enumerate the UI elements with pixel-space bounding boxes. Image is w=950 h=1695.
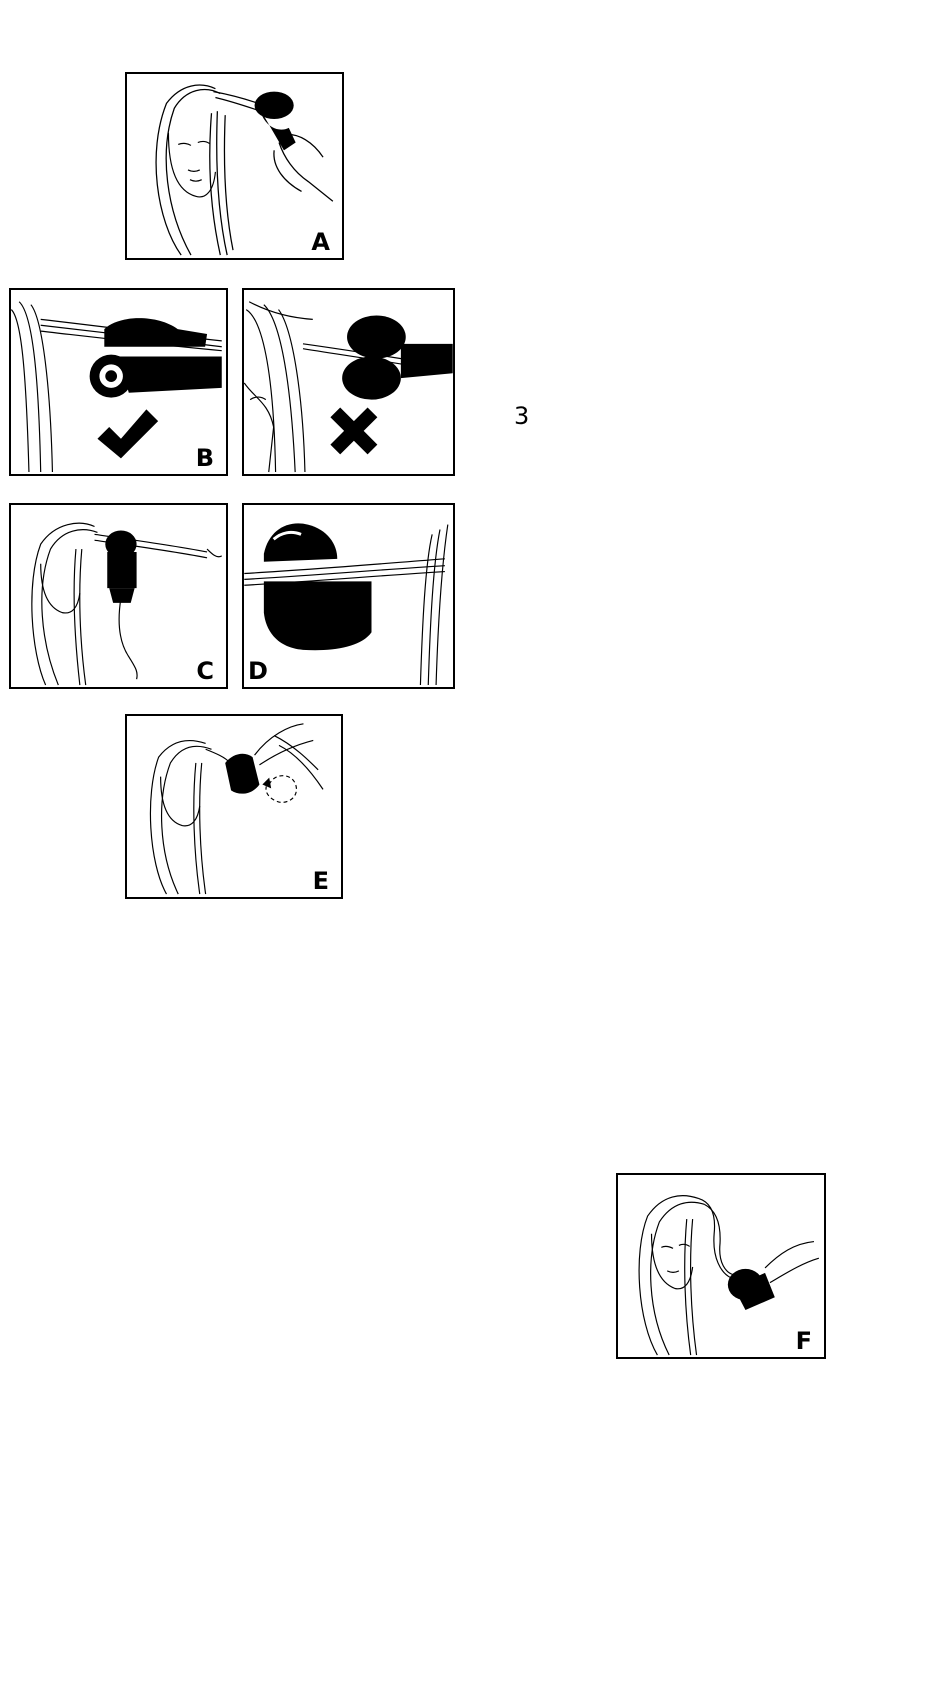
panel-letter-b: B	[196, 446, 214, 470]
panel-f: F	[616, 1173, 826, 1359]
panel-b-incorrect	[242, 288, 455, 476]
page-number: 3	[514, 402, 529, 430]
cross-icon	[330, 407, 377, 454]
panel-letter-d: D	[248, 659, 268, 683]
illustration-hair-section-held	[127, 74, 342, 258]
checkmark-icon	[97, 409, 158, 458]
panel-c: C	[9, 503, 228, 689]
illustration-curler-rotation	[127, 716, 341, 897]
illustration-curler-with-cord	[11, 505, 226, 687]
panel-letter-a: A	[311, 230, 330, 254]
panel-letter-c: C	[196, 659, 214, 683]
panel-d: D	[242, 503, 455, 689]
panel-b: B	[9, 288, 228, 476]
illustration-hair-in-chamber	[244, 505, 453, 687]
panel-letter-f: F	[796, 1329, 812, 1353]
illustration-curl-released	[618, 1175, 824, 1357]
panel-letter-e: E	[313, 869, 329, 893]
panel-a: A	[125, 72, 344, 260]
illustration-incorrect-curler-position	[244, 290, 453, 474]
panel-e: E	[125, 714, 343, 899]
illustration-correct-curler-position	[11, 290, 226, 474]
